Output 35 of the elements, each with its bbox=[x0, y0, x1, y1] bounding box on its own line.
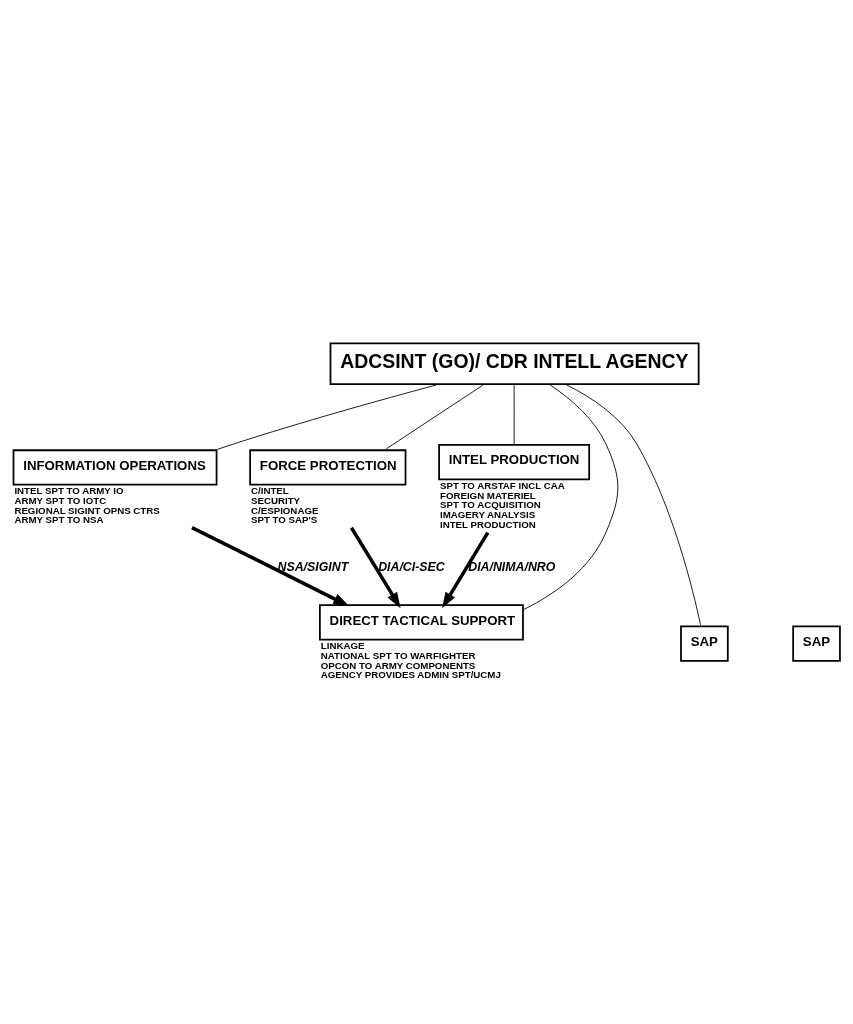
node-label: OPCON TO ARMY COMPONENTS bbox=[320, 659, 476, 671]
arrow bbox=[442, 531, 490, 608]
arrow bbox=[349, 526, 401, 608]
node-label: C/INTEL bbox=[251, 484, 289, 496]
node-label: IMAGERY ANALYSIS bbox=[439, 508, 536, 520]
node-box: INTEL PRODUCTION bbox=[438, 443, 591, 480]
connector bbox=[523, 384, 619, 610]
node-label: SPT TO SAP'S bbox=[251, 513, 318, 525]
node-box: SAP bbox=[792, 625, 841, 662]
node-label: SPT TO ARSTAF INCL CAA bbox=[439, 479, 565, 491]
connector bbox=[513, 384, 515, 444]
node-box: FORCE PROTECTION bbox=[249, 448, 407, 486]
node-label: LINKAGE bbox=[320, 639, 365, 651]
node-label: NATIONAL SPT TO WARFIGHTER bbox=[320, 649, 476, 661]
arrow bbox=[191, 525, 350, 606]
connector bbox=[566, 384, 701, 625]
node-box: DIRECT TACTICAL SUPPORT bbox=[319, 603, 524, 641]
node-label: SPT TO ACQUISITION bbox=[439, 498, 541, 510]
node-label: FOREIGN MATERIEL bbox=[439, 489, 536, 501]
node-label: ARMY SPT TO IOTC bbox=[14, 494, 107, 506]
node-label: AGENCY PROVIDES ADMIN SPT/UCMJ bbox=[320, 668, 501, 680]
node-box: SAP bbox=[680, 625, 729, 662]
connector bbox=[217, 384, 437, 450]
node-label: INTEL PRODUCTION bbox=[439, 518, 536, 530]
edge-label: DIA/CI-SEC bbox=[378, 559, 445, 574]
node-label: ARMY SPT TO NSA bbox=[14, 513, 104, 525]
node-box: INFORMATION OPERATIONS bbox=[12, 448, 218, 486]
node-box: ADCSINT (GO)/ CDR INTELL AGENCY bbox=[329, 342, 700, 385]
connector bbox=[385, 384, 484, 449]
node-label: C/ESPIONAGE bbox=[251, 504, 319, 516]
node-label: REGIONAL SIGINT OPNS CTRS bbox=[14, 504, 160, 516]
node-label: INTEL SPT TO ARMY IO bbox=[14, 484, 124, 496]
edge-label: NSA/SIGINT bbox=[277, 559, 349, 574]
node-label: SECURITY bbox=[251, 494, 301, 506]
edge-label: DIA/NIMA/NRO bbox=[468, 559, 556, 574]
